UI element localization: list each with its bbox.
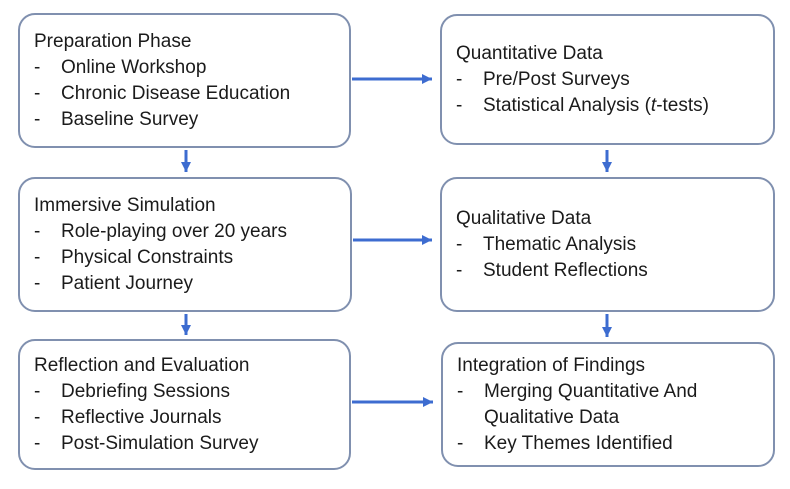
bullet-list: - Role-playing over 20 years - Physical …: [34, 219, 342, 297]
bullet-text: Physical Constraints: [61, 246, 234, 268]
box-reflection-and-evaluation: Reflection and Evaluation - Debriefing S…: [18, 339, 351, 470]
bullet-list: - Thematic Analysis - Student Reflection…: [456, 232, 765, 284]
box-title: Preparation Phase: [34, 30, 192, 52]
list-item: - Student Reflections: [456, 258, 765, 284]
box-quantitative-data: Quantitative Data - Pre/Post Surveys - S…: [440, 14, 775, 145]
bullet-dash: -: [456, 68, 463, 90]
bullet-dash: -: [34, 108, 41, 130]
bullet-text: Student Reflections: [483, 259, 648, 281]
list-item: - Merging Quantitative And Qualitative D…: [457, 379, 765, 431]
list-item: - Debriefing Sessions: [34, 379, 341, 405]
bullet-dash: -: [456, 233, 463, 255]
bullet-text: Online Workshop: [61, 56, 207, 78]
bullet-dash: -: [457, 432, 464, 454]
list-item: - Statistical Analysis (t-tests): [456, 93, 765, 119]
bullet-text: Thematic Analysis: [483, 233, 637, 255]
bullet-dash: -: [34, 432, 41, 454]
box-title: Immersive Simulation: [34, 194, 216, 216]
list-item: - Online Workshop: [34, 55, 341, 81]
bullet-text: Post-Simulation Survey: [61, 432, 259, 454]
bullet-dash: -: [457, 380, 464, 402]
bullet-list: - Pre/Post Surveys - Statistical Analysi…: [456, 67, 765, 119]
bullet-text-pre: Statistical Analysis (: [483, 94, 651, 116]
bullet-text: Statistical Analysis (t-tests): [483, 93, 765, 119]
bullet-dash: -: [34, 272, 41, 294]
bullet-text-post: -tests): [656, 94, 709, 116]
list-item: - Patient Journey: [34, 271, 342, 297]
list-item: - Chronic Disease Education: [34, 81, 341, 107]
bullet-text: Chronic Disease Education: [61, 82, 291, 104]
list-item: - Post-Simulation Survey: [34, 431, 341, 457]
bullet-list: - Online Workshop - Chronic Disease Educ…: [34, 55, 341, 133]
bullet-dash: -: [34, 220, 41, 242]
box-integration-of-findings: Integration of Findings - Merging Quanti…: [441, 342, 775, 467]
bullet-text: Baseline Survey: [61, 108, 199, 130]
box-preparation-phase: Preparation Phase - Online Workshop - Ch…: [18, 13, 351, 148]
bullet-dash: -: [456, 94, 463, 116]
bullet-text: Debriefing Sessions: [61, 380, 230, 402]
bullet-text: Reflective Journals: [61, 406, 222, 428]
box-title: Qualitative Data: [456, 207, 592, 229]
bullet-text: Merging Quantitative And Qualitative Dat…: [484, 380, 698, 428]
box-qualitative-data: Qualitative Data - Thematic Analysis - S…: [440, 177, 775, 312]
bullet-text-italic: t: [650, 94, 657, 116]
list-item: - Thematic Analysis: [456, 232, 765, 258]
bullet-dash: -: [34, 380, 41, 402]
box-title: Quantitative Data: [456, 42, 603, 64]
box-title: Integration of Findings: [457, 354, 646, 376]
list-item: - Baseline Survey: [34, 107, 341, 133]
bullet-text: Key Themes Identified: [484, 432, 673, 454]
bullet-dash: -: [34, 56, 41, 78]
bullet-list: - Debriefing Sessions - Reflective Journ…: [34, 379, 341, 457]
bullet-dash: -: [34, 246, 41, 268]
box-immersive-simulation: Immersive Simulation - Role-playing over…: [18, 177, 352, 312]
list-item: - Key Themes Identified: [457, 431, 765, 457]
bullet-text: Patient Journey: [61, 272, 194, 294]
bullet-text: Pre/Post Surveys: [483, 68, 630, 90]
list-item: - Physical Constraints: [34, 245, 342, 271]
bullet-dash: -: [34, 82, 41, 104]
bullet-list: - Merging Quantitative And Qualitative D…: [457, 379, 765, 457]
bullet-dash: -: [34, 406, 41, 428]
bullet-dash: -: [456, 259, 463, 281]
box-title: Reflection and Evaluation: [34, 354, 250, 376]
list-item: - Reflective Journals: [34, 405, 341, 431]
list-item: - Role-playing over 20 years: [34, 219, 342, 245]
list-item: - Pre/Post Surveys: [456, 67, 765, 93]
bullet-text: Role-playing over 20 years: [61, 220, 288, 242]
